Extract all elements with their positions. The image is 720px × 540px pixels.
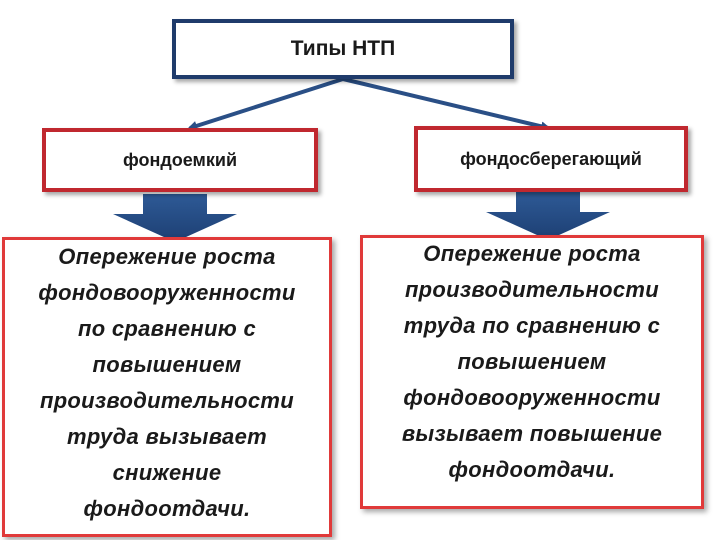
root-node-ntp-types: Типы НТП: [172, 19, 514, 79]
type-node-capital-saving: фондосберегающий: [414, 126, 688, 192]
description-text: Опережение роста производительности труд…: [401, 241, 663, 482]
type-node-label: фондоемкий: [122, 149, 238, 170]
description-capital-intensive: Опережение роста фондовооруженности по с…: [2, 237, 332, 537]
connector-arrow-right: [342, 77, 551, 132]
type-node-label: фондосберегающий: [460, 148, 642, 169]
connector-arrow-left: [187, 77, 344, 131]
root-node-label: Типы НТП: [290, 37, 396, 60]
type-node-capital-intensive: фондоемкий: [42, 128, 318, 192]
description-capital-saving: Опережение роста производительности труд…: [360, 235, 704, 509]
block-arrow-left: [113, 194, 237, 242]
block-arrow-right: [486, 192, 610, 240]
description-text: Опережение роста фондовооруженности по с…: [38, 244, 296, 521]
